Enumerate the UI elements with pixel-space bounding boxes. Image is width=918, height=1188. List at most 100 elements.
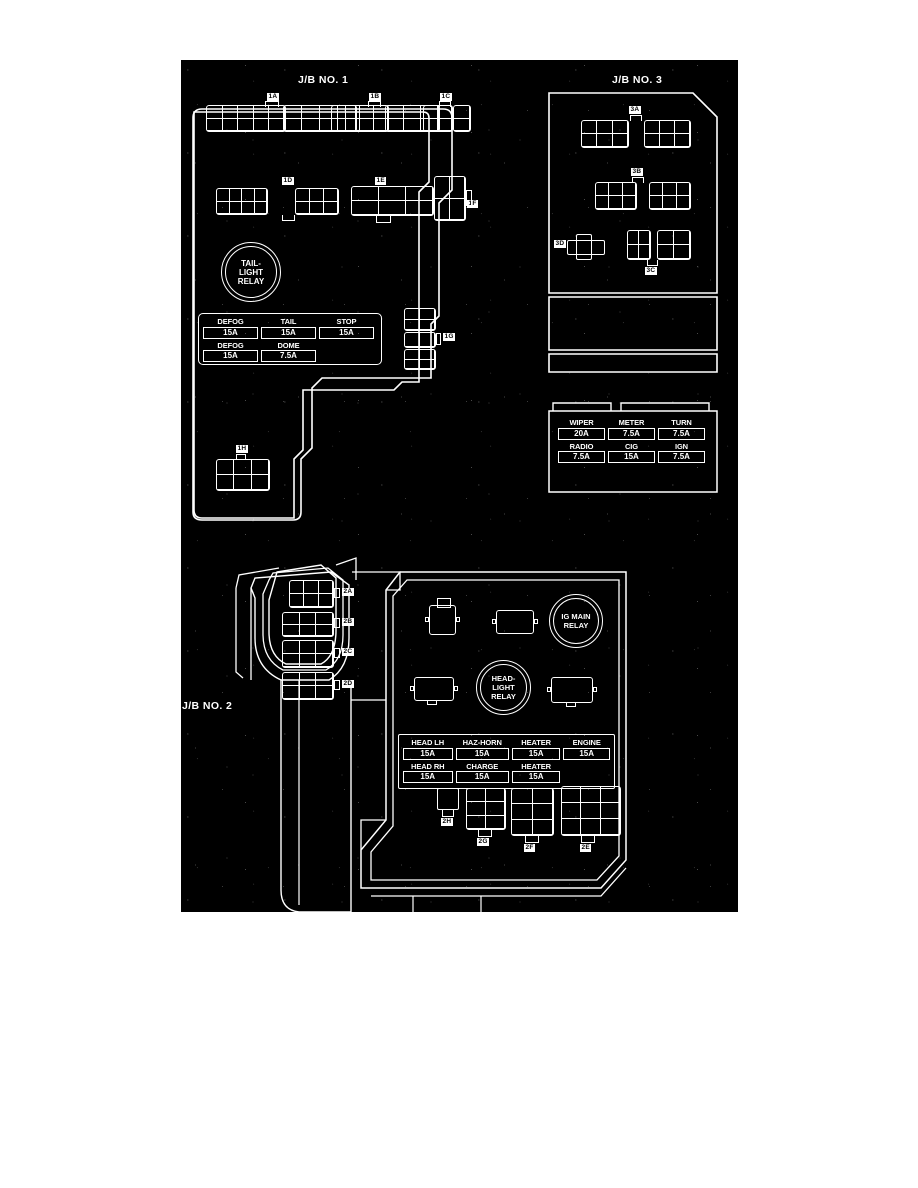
jb1-fuse-row-1: DEFOG 15A TAIL 15A STOP 15A [203, 317, 377, 339]
connector-3D-core [576, 234, 592, 260]
connector-2A-tab [334, 588, 340, 598]
jb1-outline [193, 111, 430, 519]
connector-1E [351, 186, 434, 216]
connector-2G-nub [478, 830, 492, 837]
connector-3A-right [644, 120, 691, 148]
fuse-amp: 15A [455, 747, 509, 760]
connector-tag-2A: 2A [342, 588, 354, 596]
connector-1B-nub [368, 101, 381, 107]
fuse-amp: 15A [455, 771, 509, 783]
fuse-tail: TAIL 15A [261, 317, 316, 339]
connector-1F-tab [466, 190, 472, 206]
jb2-main-outline [351, 571, 627, 912]
fuse-stop: STOP 15A [319, 317, 374, 339]
jb3-fuse-table: WIPER 20A METER 7.5A TURN 7.5A RADIO 7.5… [554, 415, 712, 465]
connector-tag-1E: 1E [375, 177, 387, 185]
connector-3B-left [595, 182, 637, 210]
connector-tag-2H: 2H [441, 818, 453, 826]
headlight-relay-line3: RELAY [491, 692, 516, 701]
connector-1C-nub [439, 101, 451, 107]
connector-1G-top [404, 308, 436, 331]
connector-2B-tab [334, 618, 340, 628]
fuse-label: WIPER [569, 418, 594, 427]
connector-2F-nub [525, 836, 539, 843]
relay-block-3 [410, 677, 458, 701]
connector-2D-tab [334, 680, 340, 690]
jb2-fuse-row-1: HEAD LH 15A HAZ-HORN 15A HEATER 15A ENGI… [403, 738, 610, 760]
fuse-label: DOME [277, 340, 300, 350]
relay-block-2 [492, 610, 538, 634]
fuse-charge: CHARGE 15A [455, 762, 509, 783]
jb2-fuse-row-2: HEAD RH 15A CHARGE 15A HEATER 15A [403, 761, 610, 784]
fuse-head-lh: HEAD LH 15A [403, 738, 453, 760]
fuse-wiper: WIPER 20A [558, 418, 605, 440]
relay-block-4 [547, 677, 597, 703]
fuse-label: DEFOG [217, 340, 244, 350]
jb3-outline [548, 92, 718, 373]
fuse-amp: 15A [608, 451, 655, 463]
connector-tag-3B: 3B [631, 168, 643, 176]
fuse-heater-1: HEATER 15A [511, 738, 561, 760]
fuse-label: RADIO [569, 441, 594, 451]
fuse-label: METER [618, 418, 645, 427]
connector-2D [282, 672, 334, 700]
jb2-bracket [235, 557, 357, 912]
connector-tag-1A: 1A [267, 93, 279, 101]
fuse-label: HEAD RH [411, 761, 445, 771]
connector-3B-nub [632, 177, 644, 183]
fuse-empty-2 [563, 762, 610, 784]
fuse-label: TAIL [280, 317, 297, 326]
fuse-amp: 15A [511, 771, 561, 783]
connector-3C-right [657, 230, 691, 260]
connector-tag-1B: 1B [369, 93, 381, 101]
connector-tag-3A: 3A [629, 106, 641, 114]
taillight-relay: TAIL- LIGHT RELAY [221, 242, 281, 302]
connector-tag-2C: 2C [342, 648, 354, 656]
connector-1G-mid [404, 332, 436, 348]
fuse-amp: 15A [203, 350, 258, 362]
headlight-relay-line2: LIGHT [492, 683, 515, 692]
connector-1D-left [216, 188, 268, 215]
connector-2G [466, 788, 506, 830]
fuse-cig: CIG 15A [608, 441, 655, 463]
connector-2E [561, 786, 621, 836]
connector-tag-3D: 3D [554, 240, 566, 248]
fuse-label: TURN [671, 418, 692, 427]
fuse-amp: 15A [403, 747, 453, 760]
fuse-label: HEAD LH [411, 738, 445, 747]
connector-2C [282, 640, 334, 668]
connector-1C-left [423, 105, 453, 132]
headlight-relay-line1: HEAD- [491, 674, 516, 683]
connector-tag-3C: 3C [645, 267, 657, 275]
fuse-label: IGN [674, 441, 689, 451]
fuse-amp: 20A [558, 427, 605, 440]
connector-tag-1G: 1G [443, 333, 456, 341]
connector-2A [289, 580, 334, 608]
connector-2H-nub [442, 810, 454, 817]
fuse-amp: 15A [261, 326, 316, 339]
jb1-body [192, 108, 453, 521]
fuse-label: STOP [336, 317, 357, 326]
connector-1H-nub [236, 454, 246, 460]
fuse-amp: 7.5A [261, 350, 316, 362]
connector-tag-1D: 1D [282, 177, 294, 185]
jb3-title: J/B NO. 3 [612, 74, 663, 86]
connector-1G-bottom [404, 349, 436, 370]
fuse-amp: 15A [319, 326, 374, 339]
fuse-engine: ENGINE 15A [563, 738, 610, 760]
connector-2H [437, 788, 459, 810]
fuse-amp: 7.5A [658, 427, 705, 440]
connector-tag-2E: 2E [580, 844, 592, 852]
fuse-meter: METER 7.5A [608, 418, 655, 440]
connector-3C-nub [647, 260, 658, 266]
jb3-fuse-row-1: WIPER 20A METER 7.5A TURN 7.5A [558, 418, 708, 440]
fuse-label: CIG [624, 441, 639, 451]
connector-tag-2D: 2D [342, 680, 354, 688]
connector-3D-body [567, 240, 605, 255]
connector-tag-1H: 1H [236, 445, 248, 453]
connector-1G-tab [436, 333, 441, 345]
fuse-ign: IGN 7.5A [658, 441, 705, 463]
jb3-fuse-row-2: RADIO 7.5A CIG 15A IGN 7.5A [558, 441, 708, 463]
connector-tag-2B: 2B [342, 618, 354, 626]
fuse-radio: RADIO 7.5A [558, 441, 605, 463]
